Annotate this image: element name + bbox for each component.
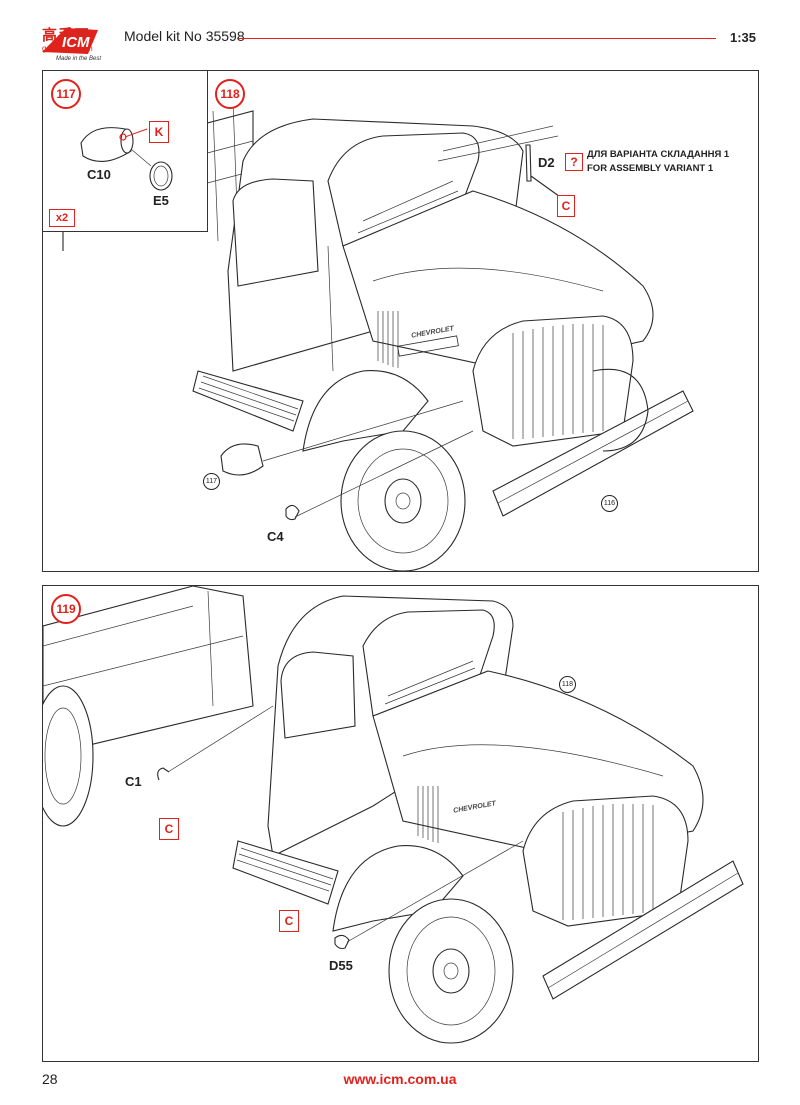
part-label-c1: C1 — [125, 774, 142, 789]
multiplier-badge: x2 — [49, 209, 75, 227]
assembly-panel-top: 117 K C10 E5 x2 118 D2 ? C 117 116 C4 CH… — [42, 70, 759, 572]
part-label-c4: C4 — [267, 529, 284, 544]
logo-slogan: Made in the Best — [56, 56, 102, 62]
truck-illustration-top — [62, 100, 694, 571]
sprue-code-c-d2: C — [557, 195, 575, 217]
variant-note: ДЛЯ ВАРІАНТА СКЛАДАННЯ 1 FOR ASSEMBLY VA… — [587, 148, 729, 176]
scale-label: 1:35 — [729, 30, 756, 45]
ref-step-117: 117 — [203, 473, 220, 490]
part-label-c10: C10 — [87, 167, 111, 182]
unknown-mark: ? — [565, 153, 583, 171]
sprue-code-c-c1: C — [159, 818, 179, 840]
inset-detail-box: 117 K C10 E5 x2 — [43, 71, 208, 232]
step-number-118: 118 — [215, 79, 245, 109]
sprue-code-c-d55: C — [279, 910, 299, 932]
model-kit-title: Model kit No 35598 — [124, 28, 245, 44]
icm-logo: 高手网 gao-shou.com ICM Made in the Best — [38, 22, 114, 66]
part-label-d55: D55 — [329, 958, 353, 973]
variant-note-ua: ДЛЯ ВАРІАНТА СКЛАДАННЯ 1 — [587, 149, 730, 160]
step-number-119: 119 — [51, 594, 81, 624]
logo-text: ICM — [62, 34, 90, 51]
truck-illustration-bottom — [43, 586, 744, 1044]
part-label-d2: D2 — [538, 155, 555, 170]
footer-url[interactable]: www.icm.com.ua — [343, 1071, 457, 1087]
ref-step-118: 118 — [559, 676, 576, 693]
watermark-url: gao-shou.com — [42, 44, 93, 53]
step-number-117: 117 — [51, 79, 81, 109]
header-rule — [237, 38, 716, 39]
assembly-panel-bottom: 119 118 C1 C C D55 CHEVROLET — [42, 585, 759, 1062]
part-label-e5: E5 — [153, 193, 169, 208]
inset-parts-illustration — [80, 127, 173, 191]
sprue-code-k: K — [149, 121, 169, 143]
page-number: 28 — [42, 1071, 58, 1087]
logo-graphic — [42, 28, 98, 54]
ref-step-116: 116 — [601, 495, 618, 512]
watermark-text: 高手网 — [42, 27, 91, 44]
variant-note-en: FOR ASSEMBLY VARIANT 1 — [587, 163, 714, 174]
